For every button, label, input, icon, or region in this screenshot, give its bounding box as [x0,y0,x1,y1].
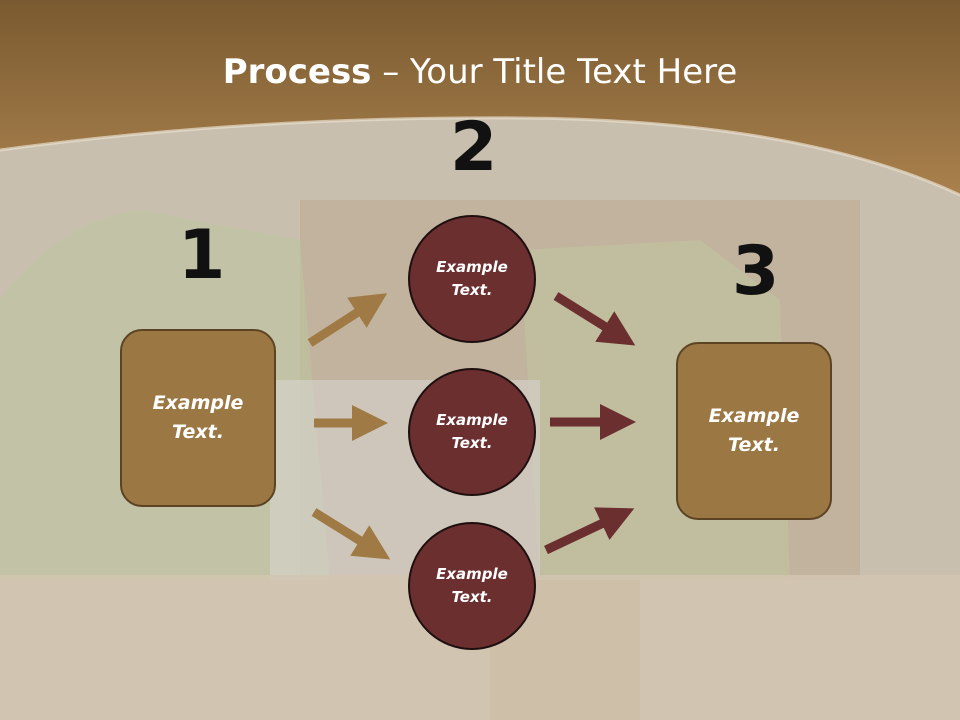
arrow-left-down [311,508,391,560]
left-box-line2: Text. [172,421,224,443]
circle-bottom-line2: Text. [451,588,493,606]
step-box-left: Example Text. [120,329,276,507]
right-box-line1: Example [708,405,800,427]
step-box-right: Example Text. [676,342,832,520]
arrow-right-down [553,292,636,346]
step-circle-bottom: Example Text. [408,522,536,650]
left-box-line1: Example [152,392,244,414]
step-circle-top: Example Text. [408,215,536,343]
circle-middle-line2: Text. [451,434,493,452]
right-box-line2: Text. [728,434,780,456]
arrow-left-up [307,293,388,347]
circle-top-line2: Text. [451,281,493,299]
title-band [0,0,960,197]
title-rest: – Your Title Text Here [371,52,738,92]
arrow-right-up [544,507,635,555]
step-number-3: 3 [732,232,780,311]
circle-top-line1: Example [436,258,508,276]
page-title: Process – Your Title Text Here [0,52,960,92]
step-number-2: 2 [450,108,498,187]
circle-middle-line1: Example [436,411,508,429]
step-circle-middle: Example Text. [408,368,536,496]
circle-bottom-line1: Example [436,565,508,583]
title-bold: Process [222,52,372,92]
step-number-1: 1 [178,216,226,295]
